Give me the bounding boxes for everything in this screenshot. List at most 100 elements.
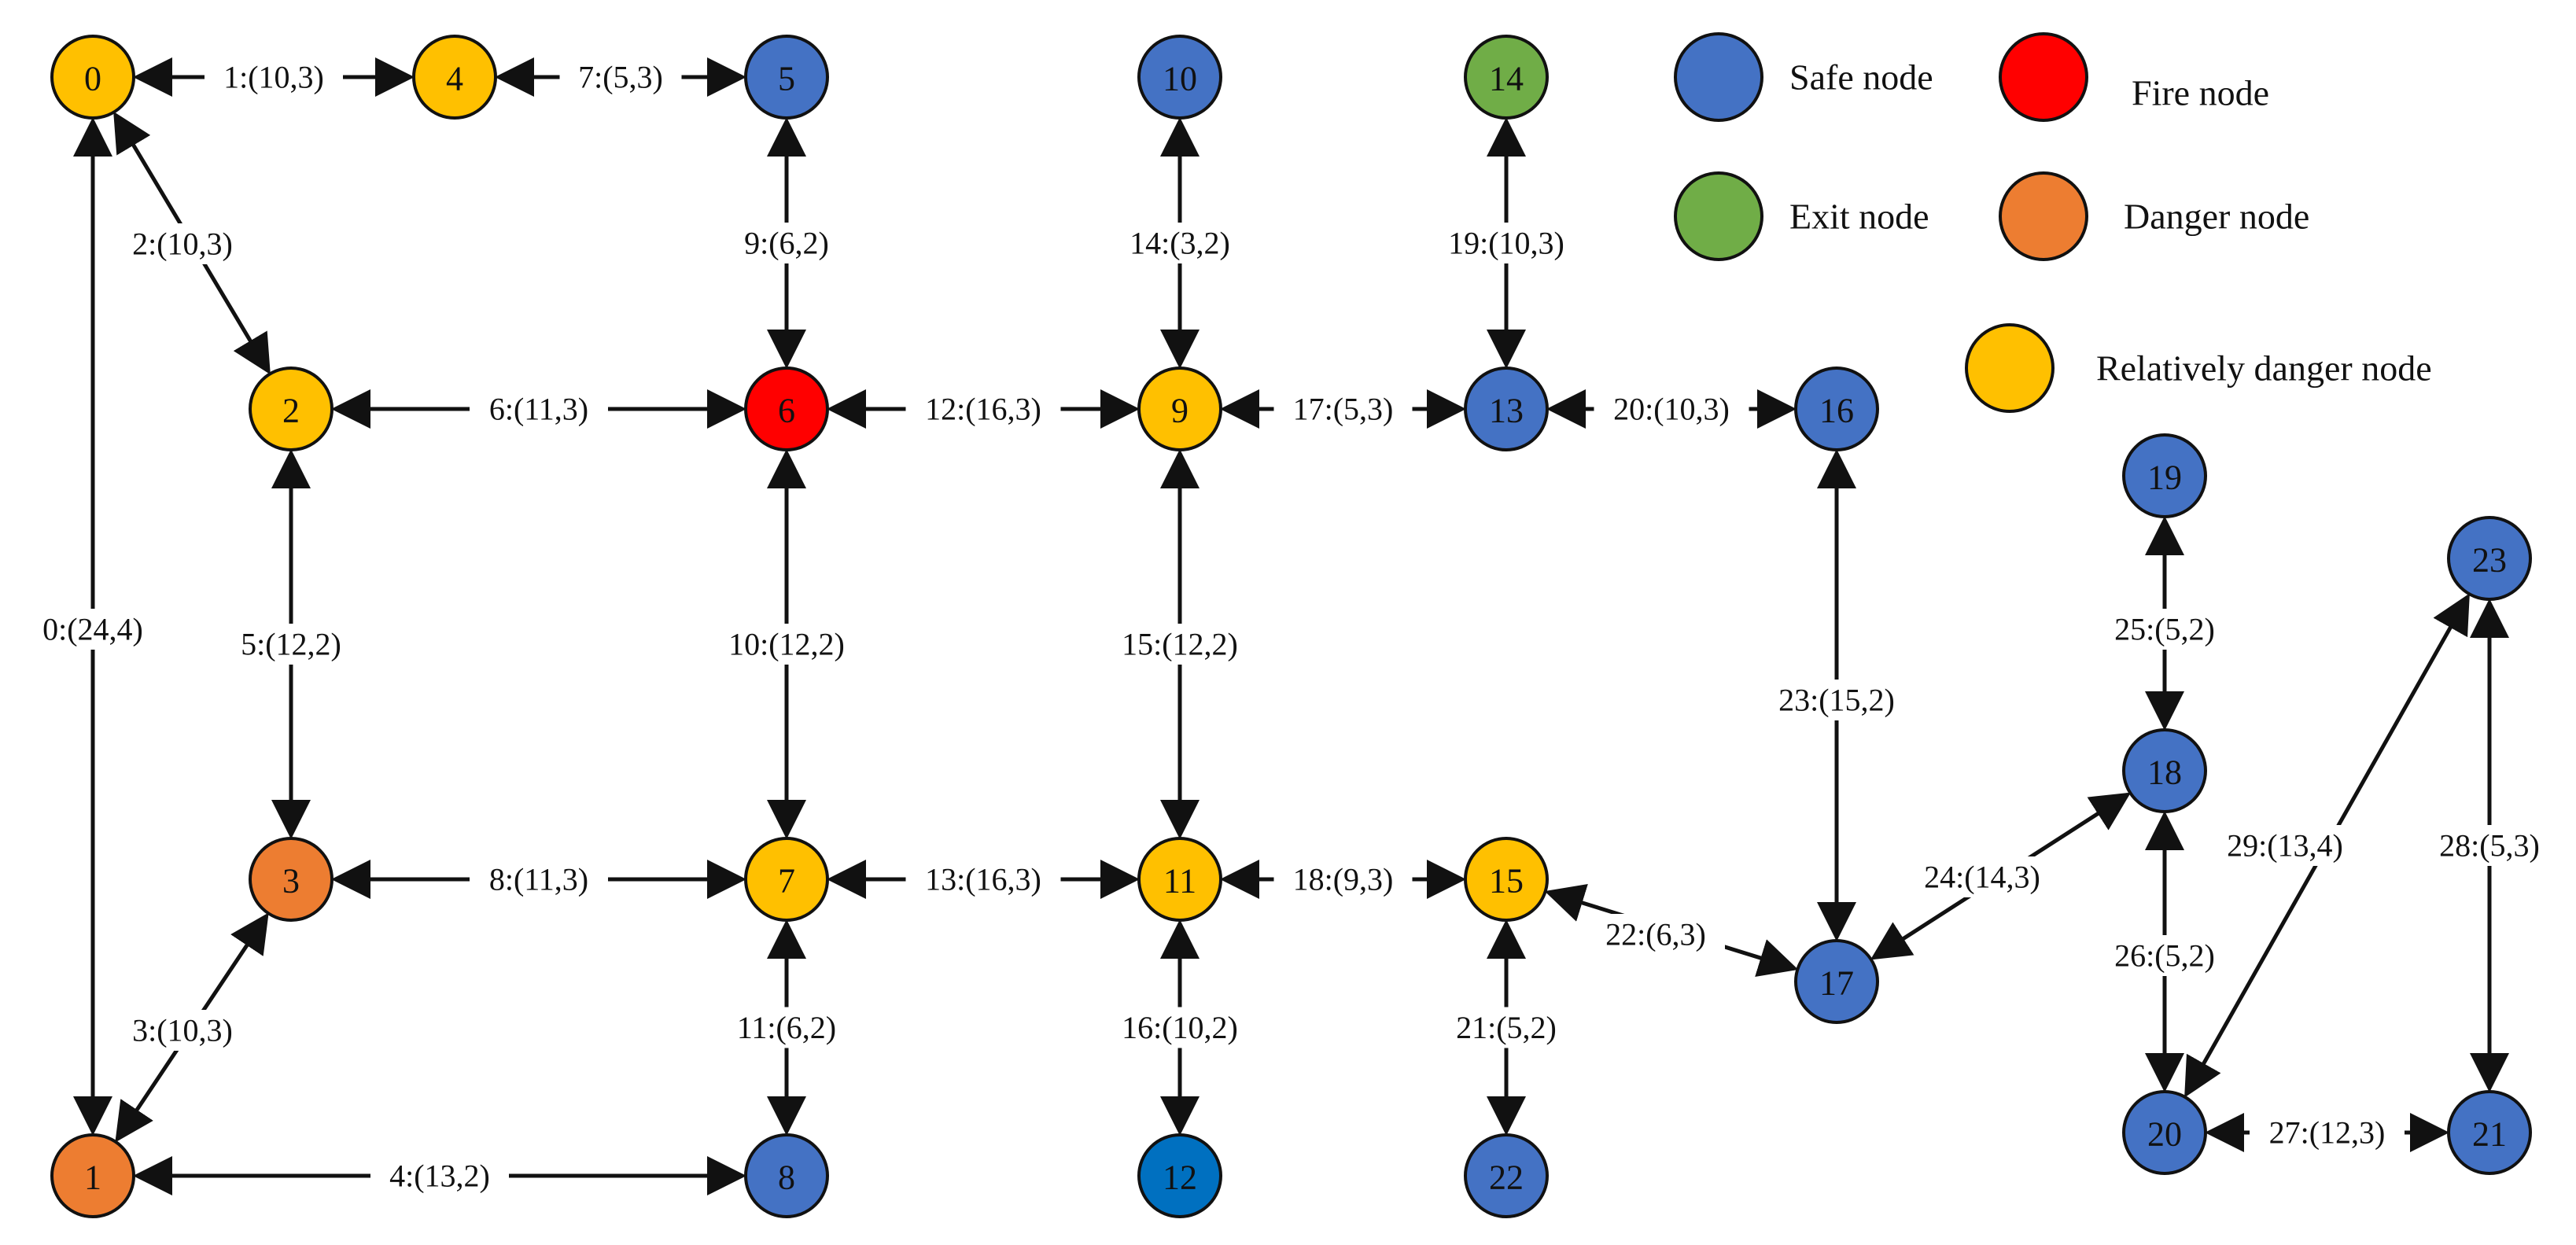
edge-label: 17:(5,3) <box>1293 392 1394 427</box>
edge-label: 4:(13,2) <box>389 1158 490 1194</box>
edge-label-background <box>24 609 162 650</box>
node-label: 17 <box>1819 964 1854 1003</box>
node-label: 16 <box>1819 392 1854 430</box>
node-circle <box>1464 837 1549 922</box>
node-label: 13 <box>1489 392 1524 430</box>
node-label: 6 <box>778 392 795 430</box>
edge-label-background <box>2420 825 2559 866</box>
node-circle <box>2447 516 2532 601</box>
node-circle <box>1137 837 1222 922</box>
node-label: 3 <box>282 862 300 901</box>
edge-label: 9:(6,2) <box>744 226 829 261</box>
node-label: 19 <box>2147 459 2182 497</box>
node-label: 2 <box>282 392 300 430</box>
node-8: 8 <box>744 1133 829 1218</box>
edge-label: 10:(12,2) <box>728 627 845 662</box>
node-circle <box>412 35 497 120</box>
edge-label-background <box>1759 680 1914 720</box>
legend-item-danger: Danger node <box>1999 171 2309 261</box>
edge-label-background <box>113 1010 252 1051</box>
node-circle <box>744 1133 829 1218</box>
edge-label: 28:(5,3) <box>2439 828 2540 864</box>
legend-swatch <box>1965 323 2055 413</box>
edge-label-background <box>2095 609 2234 650</box>
node-14: 14 <box>1464 35 1549 120</box>
node-circle <box>1794 367 1879 451</box>
node-label: 12 <box>1163 1158 1197 1197</box>
node-circle <box>50 1133 135 1218</box>
edge-labels-layer: 0:(24,4)1:(10,3)2:(10,3)3:(10,3)4:(13,2)… <box>24 57 2559 1196</box>
node-13: 13 <box>1464 367 1549 451</box>
node-label: 18 <box>2147 753 2182 792</box>
node-label: 9 <box>1171 392 1188 430</box>
node-21: 21 <box>2447 1090 2532 1175</box>
edge-label: 8:(11,3) <box>489 862 588 897</box>
edge-label: 1:(10,3) <box>223 60 324 95</box>
node-label: 20 <box>2147 1115 2182 1154</box>
node-5: 5 <box>744 35 829 120</box>
legend-item-exit: Exit node <box>1674 171 1929 261</box>
edge-label-background <box>1273 389 1413 429</box>
node-17: 17 <box>1794 939 1879 1024</box>
node-circle <box>744 837 829 922</box>
node-circle <box>2447 1090 2532 1175</box>
node-3: 3 <box>249 837 334 922</box>
edge-label: 29:(13,4) <box>2227 828 2343 864</box>
edge-label-background <box>1102 1007 1258 1048</box>
node-1: 1 <box>50 1133 135 1218</box>
edge-label: 12:(16,3) <box>925 392 1041 427</box>
node-label: 5 <box>778 60 795 98</box>
legend-swatch <box>1999 32 2088 122</box>
node-circle <box>1464 1133 1549 1218</box>
edge-label: 16:(10,2) <box>1122 1010 1238 1045</box>
legend-item-safe: Safe node <box>1674 32 1933 122</box>
edge-label-background <box>1428 223 1584 263</box>
edge-label: 27:(12,3) <box>2269 1115 2386 1151</box>
node-circle <box>1464 35 1549 120</box>
node-15: 15 <box>1464 837 1549 922</box>
node-circle <box>1137 1133 1222 1218</box>
edge-label: 25:(5,2) <box>2114 612 2215 647</box>
node-22: 22 <box>1464 1133 1549 1218</box>
node-7: 7 <box>744 837 829 922</box>
legend-label: Safe node <box>1789 57 1933 98</box>
node-circle <box>1794 939 1879 1024</box>
edge-label-background <box>222 624 360 665</box>
node-circle <box>2122 1090 2207 1175</box>
edge-label-background <box>1273 859 1413 900</box>
node-circle <box>1137 35 1222 120</box>
edge-label-background <box>905 859 1061 900</box>
node-circle <box>50 35 135 120</box>
edge-label: 11:(6,2) <box>737 1010 836 1045</box>
node-label: 7 <box>778 862 795 901</box>
node-2: 2 <box>249 367 334 451</box>
edge-label: 26:(5,2) <box>2114 938 2215 974</box>
edge-label-background <box>1904 856 2060 897</box>
edge-label: 22:(6,3) <box>1605 917 1706 952</box>
node-label: 8 <box>778 1158 795 1197</box>
node-label: 21 <box>2472 1115 2507 1154</box>
legend-label: Relatively danger node <box>2096 348 2432 389</box>
edge-label: 23:(15,2) <box>1778 683 1895 718</box>
legend-item-relative: Relatively danger node <box>1965 323 2432 413</box>
edge-label: 5:(12,2) <box>241 627 341 662</box>
edge-label: 20:(10,3) <box>1613 392 1730 427</box>
edge-label: 6:(11,3) <box>489 392 588 427</box>
edge-label: 15:(12,2) <box>1122 627 1238 662</box>
legend-swatch <box>1674 32 1763 122</box>
edge-label: 2:(10,3) <box>132 227 233 262</box>
edge-label: 3:(10,3) <box>132 1013 233 1048</box>
node-label: 14 <box>1489 60 1524 98</box>
edge-label: 7:(5,3) <box>578 60 663 95</box>
node-10: 10 <box>1137 35 1222 120</box>
legend-swatch <box>1674 171 1763 261</box>
node-circle <box>744 367 829 451</box>
node-9: 9 <box>1137 367 1222 451</box>
node-circle <box>249 367 334 451</box>
node-circle <box>249 837 334 922</box>
edge-label: 19:(10,3) <box>1448 226 1564 261</box>
edge-label: 24:(14,3) <box>1924 860 2040 895</box>
node-20: 20 <box>2122 1090 2207 1175</box>
